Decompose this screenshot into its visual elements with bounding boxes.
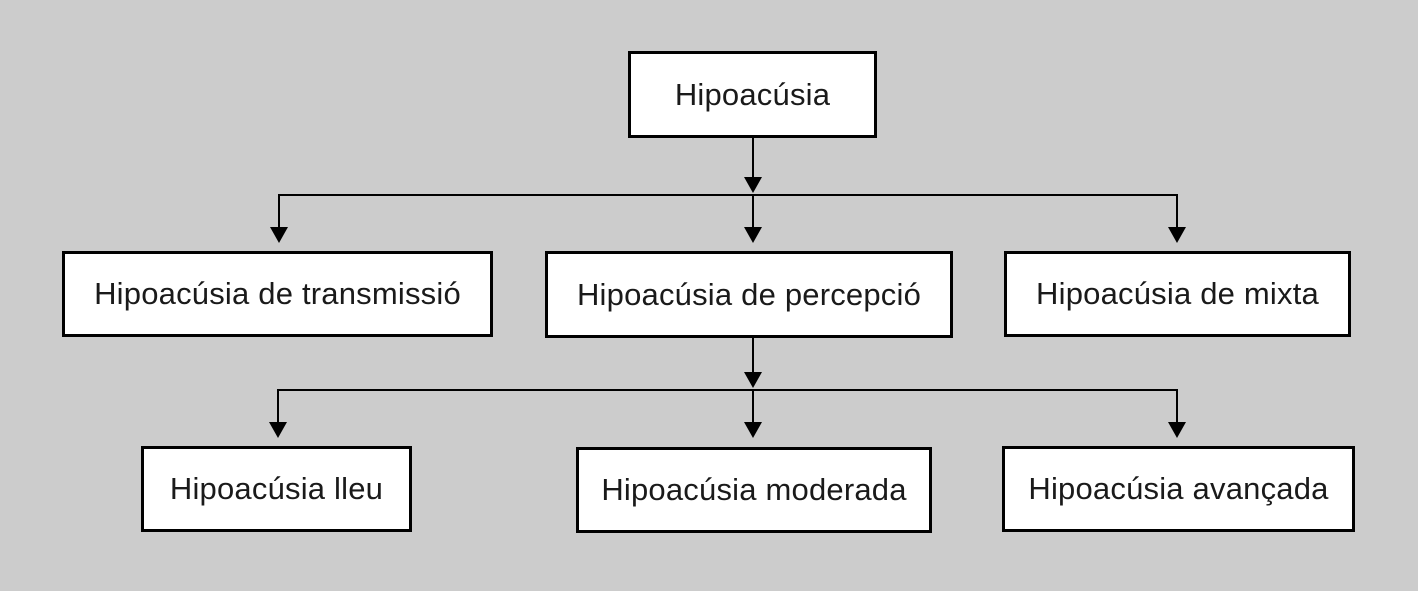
node-hipoacusia: Hipoacúsia [628, 51, 877, 138]
arrow-down-icon [744, 422, 762, 438]
node-hipoacusia-moderada: Hipoacúsia moderada [576, 447, 932, 533]
arrow-down-icon [744, 177, 762, 193]
connector-drop-percepcio-line [752, 195, 754, 228]
connector-level3-rail-line [277, 389, 1178, 391]
connector-drop-transmissio-line [278, 195, 280, 228]
node-hipoacusia-de-mixta: Hipoacúsia de mixta [1004, 251, 1351, 337]
connector-drop-lleu-line [277, 390, 279, 423]
arrow-down-icon [1168, 422, 1186, 438]
connector-drop-moderada-line [752, 390, 754, 423]
arrow-down-icon [270, 227, 288, 243]
node-hipoacusia-de-percepcio: Hipoacúsia de percepció [545, 251, 953, 338]
connector-percepcio-stem-line [752, 338, 754, 374]
arrow-down-icon [744, 372, 762, 388]
node-hipoacusia-de-transmissio: Hipoacúsia de transmissió [62, 251, 493, 337]
connector-level2-rail-line [278, 194, 1178, 196]
connector-drop-mixta-line [1176, 195, 1178, 228]
node-hipoacusia-avancada: Hipoacúsia avançada [1002, 446, 1355, 532]
connector-root-stem-line [752, 138, 754, 178]
arrow-down-icon [744, 227, 762, 243]
connector-drop-avancada-line [1176, 390, 1178, 423]
arrow-down-icon [269, 422, 287, 438]
arrow-down-icon [1168, 227, 1186, 243]
node-hipoacusia-lleu: Hipoacúsia lleu [141, 446, 412, 532]
